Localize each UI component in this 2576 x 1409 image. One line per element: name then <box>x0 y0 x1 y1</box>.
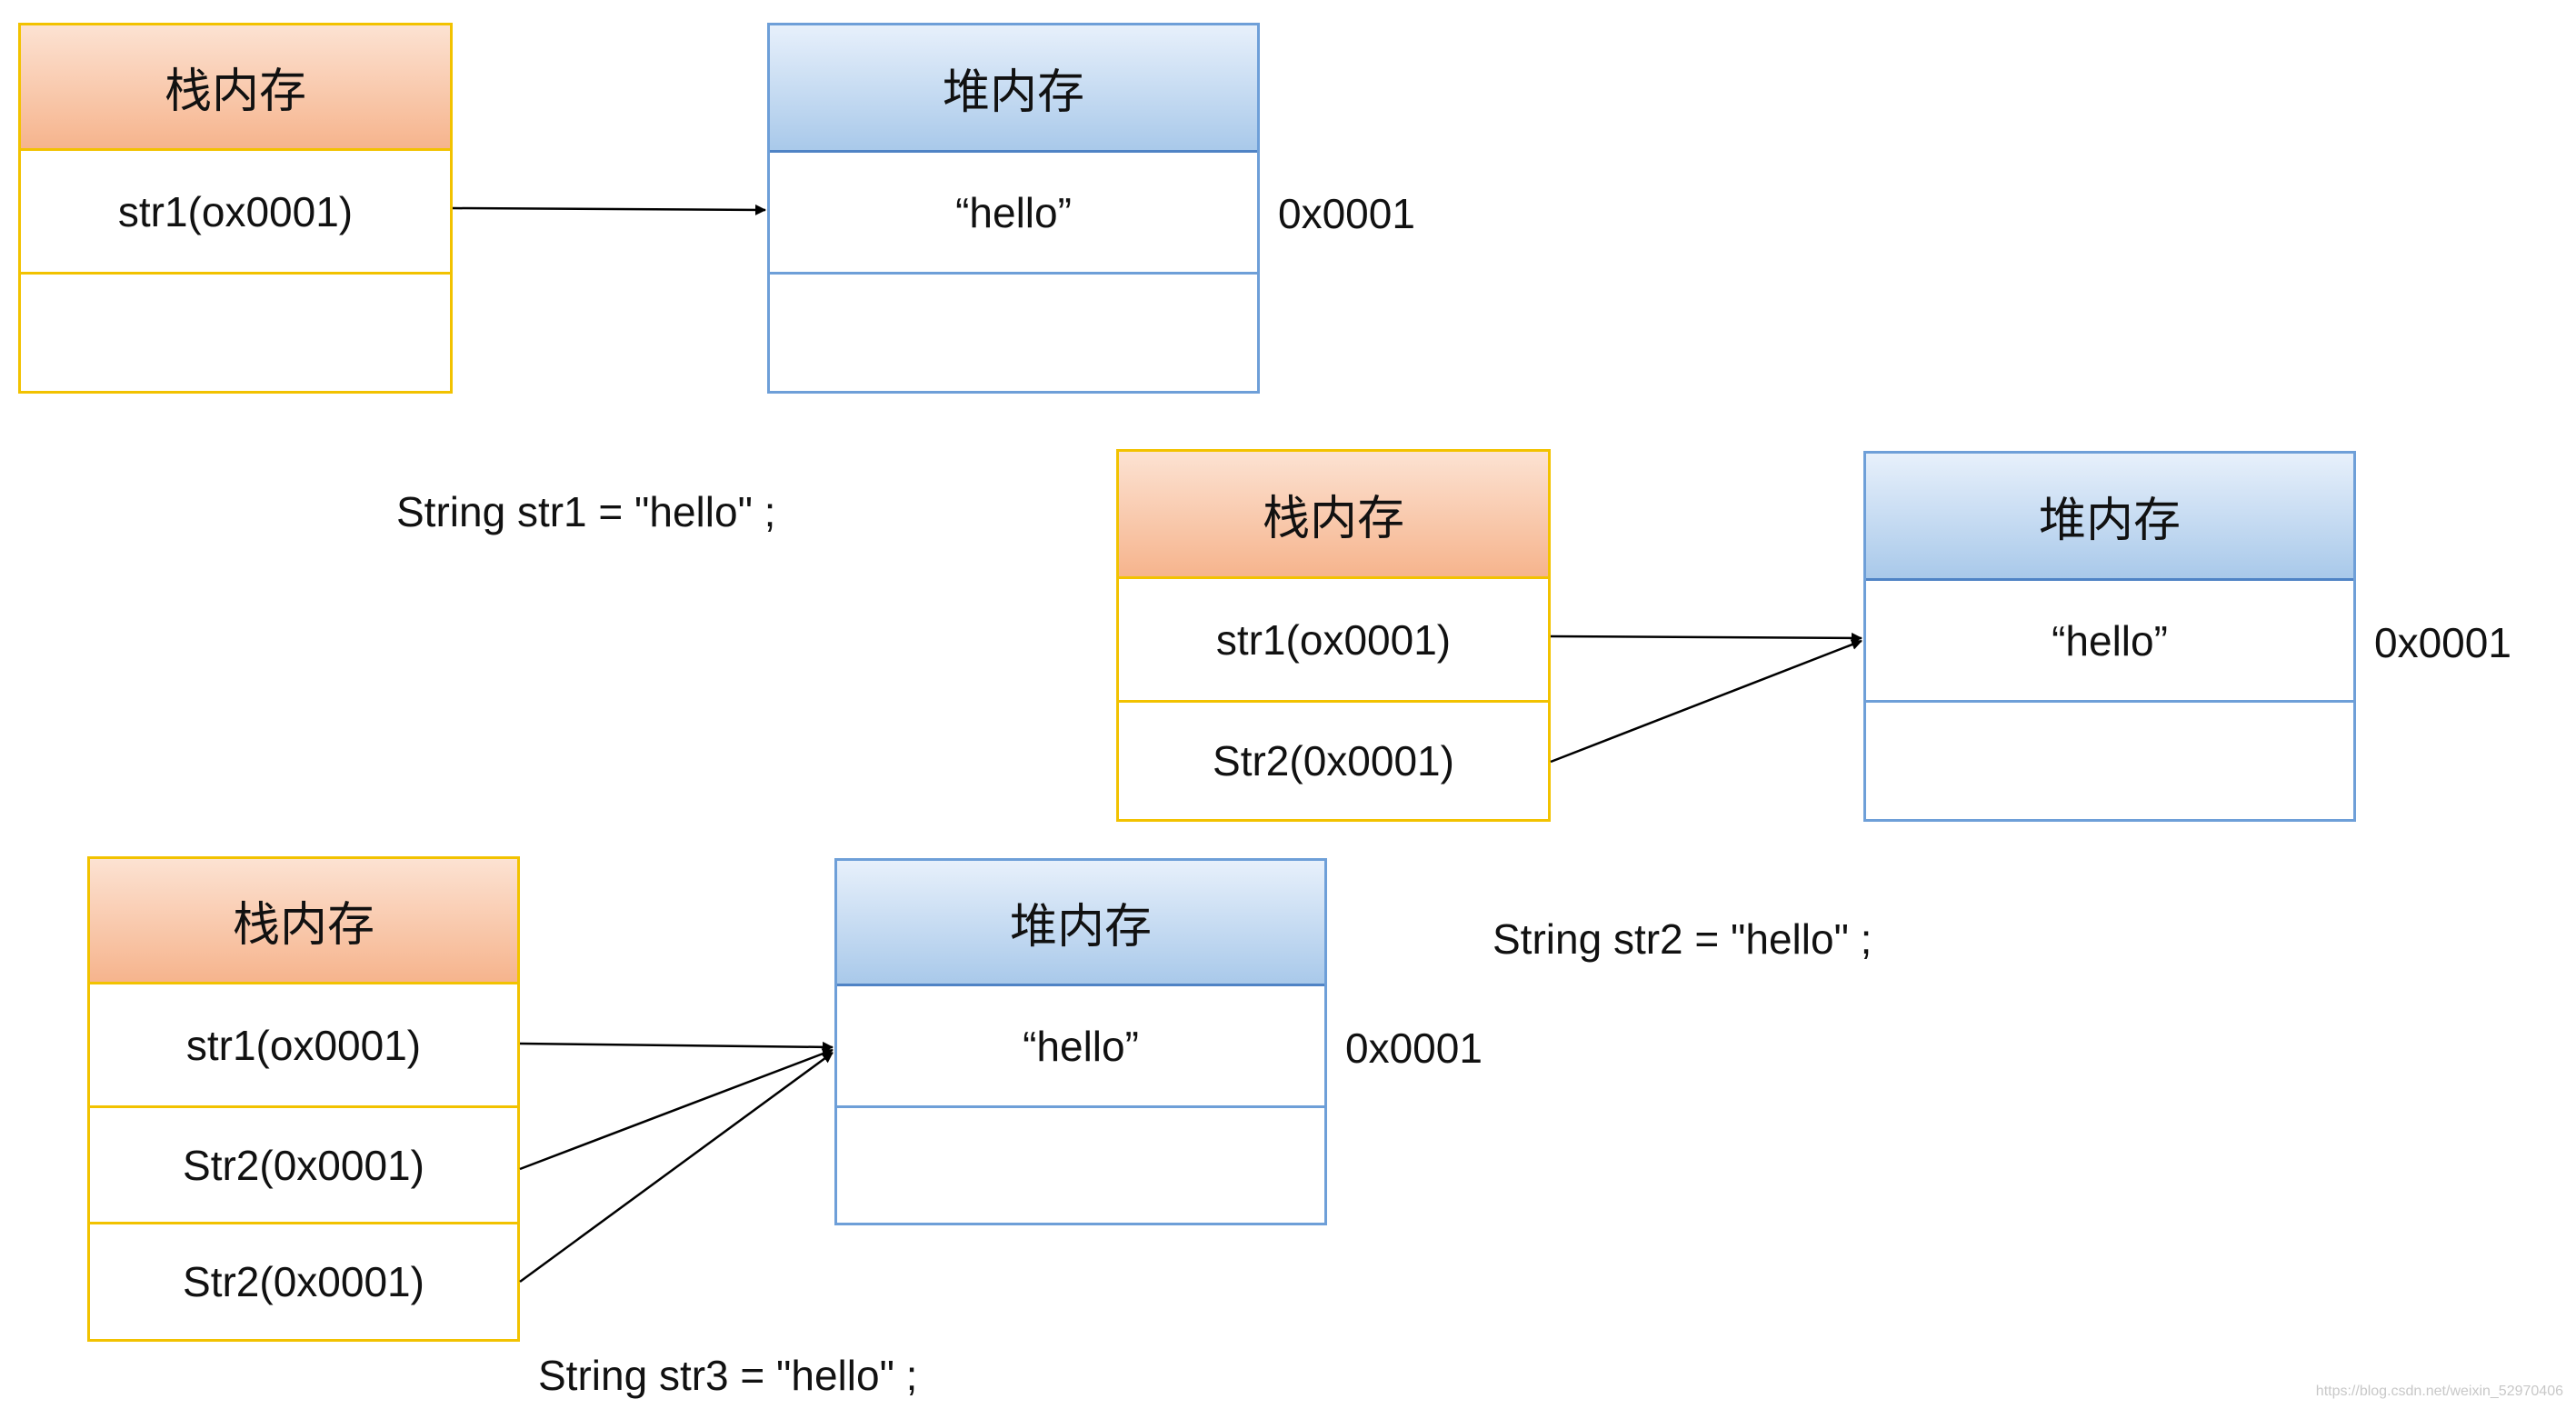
heap-memory-box-2: 堆内存 “hello” <box>1863 451 2356 822</box>
stack-slot-str2: Str2(0x0001) <box>90 1108 517 1224</box>
stack-slot-str1: str1(ox0001) <box>90 984 517 1108</box>
stack-memory-box-3: 栈内存 str1(ox0001) Str2(0x0001) Str2(0x000… <box>87 856 520 1342</box>
heap-slot-hello: “hello” <box>770 153 1257 275</box>
heap-memory-box-1: 堆内存 “hello” <box>767 23 1260 394</box>
stack-memory-title: 栈内存 <box>1119 452 1548 579</box>
arrow-str2-to-hello <box>519 1048 834 1171</box>
heap-address-label: 0x0001 <box>1278 190 1415 237</box>
stack-memory-title: 栈内存 <box>90 859 517 984</box>
stack-memory-box-1: 栈内存 str1(ox0001) <box>18 23 453 394</box>
arrow-str1-to-hello <box>1550 632 1862 644</box>
stack-slot-str1: str1(ox0001) <box>1119 579 1548 703</box>
heap-memory-box-3: 堆内存 “hello” <box>834 858 1327 1225</box>
heap-slot-hello: “hello” <box>1866 581 2353 703</box>
arrow-str1-to-hello <box>519 1041 834 1053</box>
heap-memory-title: 堆内存 <box>1866 454 2353 581</box>
arrow-str2-to-hello <box>1550 639 1862 764</box>
stack-slot-str2: Str2(0x0001) <box>1213 737 1454 784</box>
stack-memory-box-2: 栈内存 str1(ox0001) Str2(0x0001) <box>1116 449 1551 822</box>
heap-memory-title: 堆内存 <box>837 861 1324 986</box>
stack-memory-title: 栈内存 <box>21 25 450 151</box>
heap-memory-title: 堆内存 <box>770 25 1257 153</box>
code-line-str2: String str2 = "hello" ; <box>1493 915 1872 963</box>
heap-slot-hello: “hello” <box>837 986 1324 1108</box>
heap-address-label: 0x0001 <box>1345 1024 1483 1072</box>
arrow-str3-to-hello <box>519 1051 834 1284</box>
arrow-str1-to-hello <box>452 204 766 215</box>
code-line-str3: String str3 = "hello" ; <box>538 1352 918 1399</box>
stack-slot-str1: str1(ox0001) <box>21 151 450 275</box>
heap-address-label: 0x0001 <box>2374 619 2511 666</box>
stack-slot-str3: Str2(0x0001) <box>183 1258 424 1305</box>
code-line-str1: String str1 = "hello" ; <box>396 488 776 535</box>
watermark: https://blog.csdn.net/weixin_52970406 <box>2315 1384 2563 1399</box>
